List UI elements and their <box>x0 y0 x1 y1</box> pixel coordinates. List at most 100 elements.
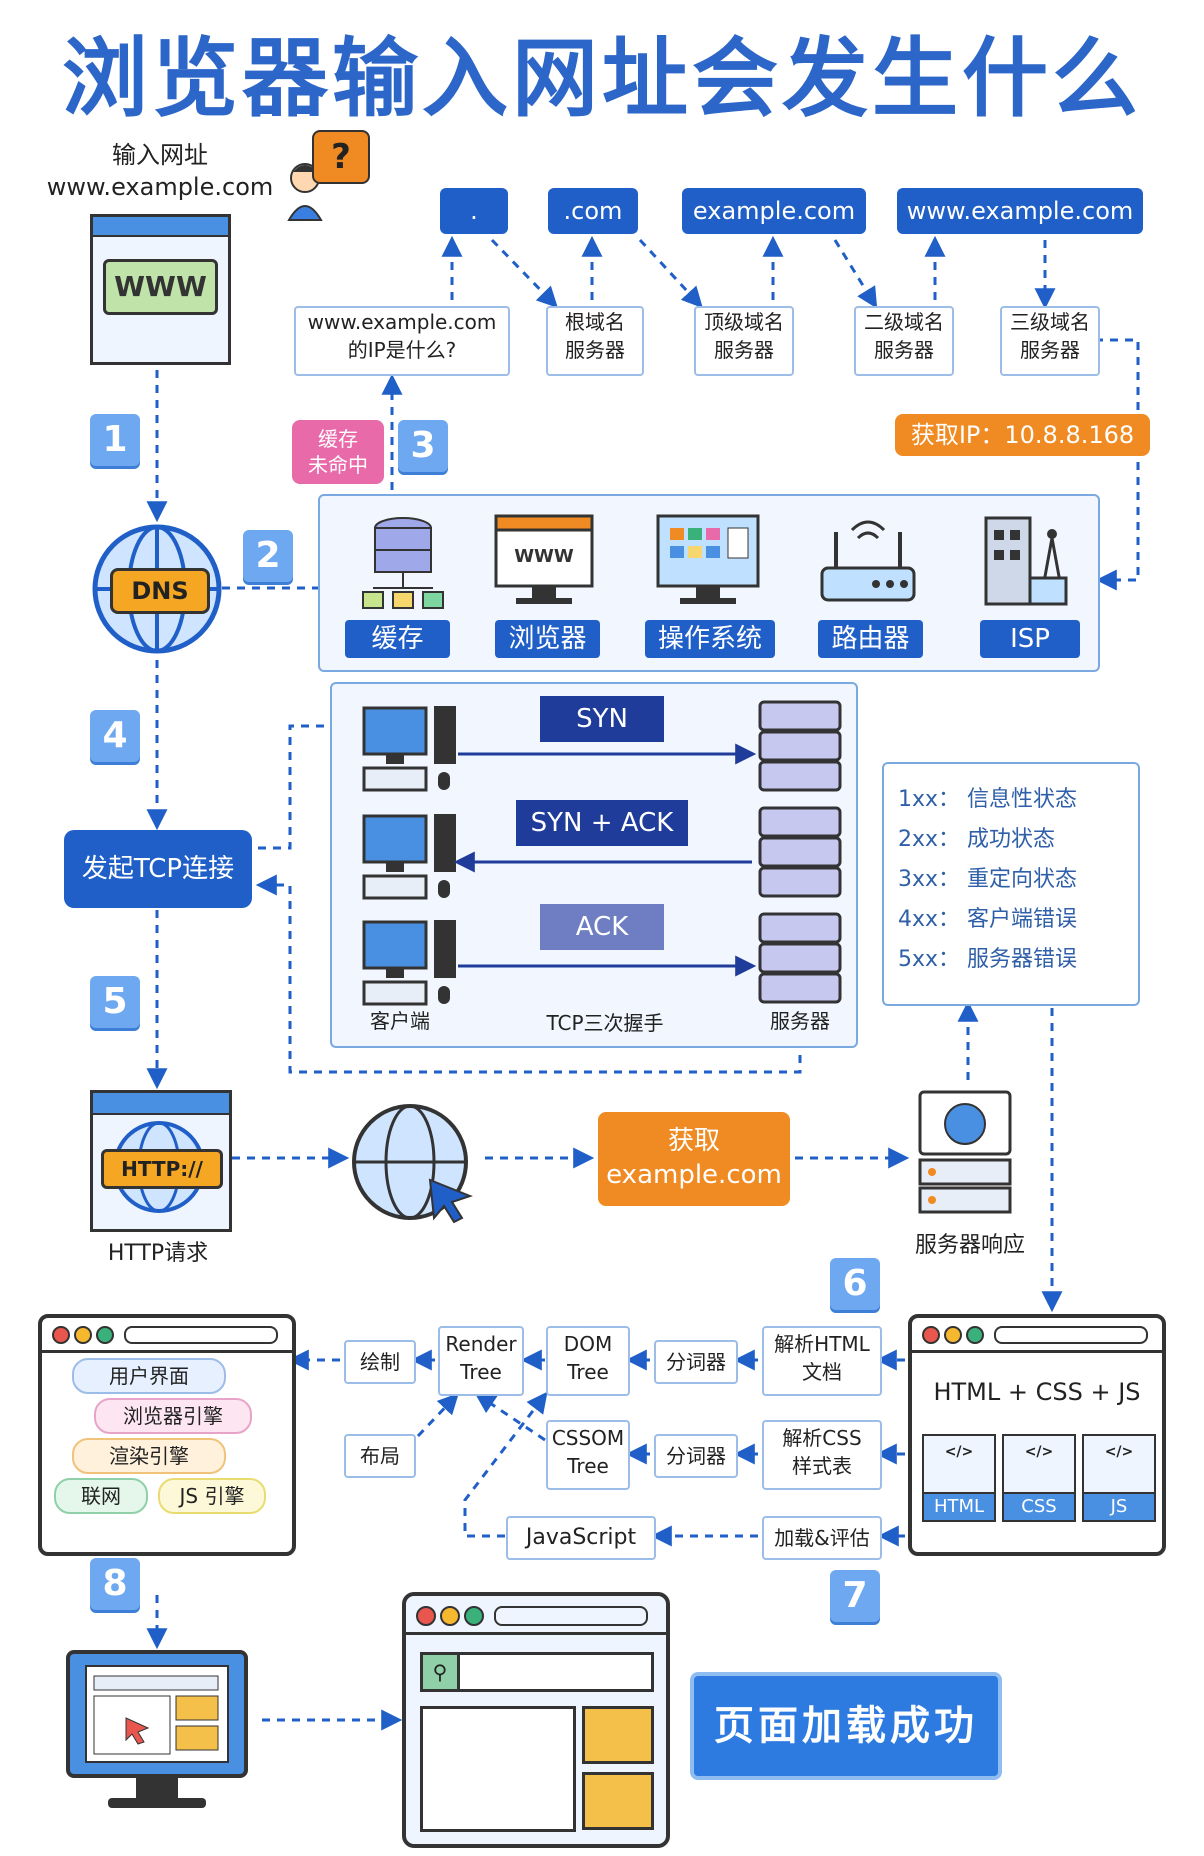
isp-building-icon <box>980 508 1070 608</box>
render-tree: Render Tree <box>438 1326 524 1396</box>
step-1: 1 <box>90 414 140 466</box>
domain-com: .com <box>548 188 638 234</box>
loaded-page-window: ⚲ <box>402 1592 670 1848</box>
client-label: 客户端 <box>370 1009 430 1033</box>
cache-db-icon <box>358 512 448 612</box>
resolver-browser: 浏览器 <box>495 620 600 658</box>
domain-root: . <box>440 188 508 234</box>
page-content-area <box>420 1706 576 1832</box>
globe-cursor-icon <box>348 1100 482 1230</box>
handshake-label: TCP三次握手 <box>546 1011 664 1035</box>
flow-third-to-isp <box>1095 338 1140 591</box>
tld-server: 顶级域名 服务器 <box>694 306 794 376</box>
client-pc-icon-2 <box>360 808 460 904</box>
question-icon: ? <box>312 130 370 184</box>
person-icon <box>285 158 325 222</box>
browser-components-window: 用户界面 浏览器引擎 渲染引擎 联网 JS 引擎 <box>38 1314 296 1556</box>
page-title: 浏览器输入网址会发生什么 <box>62 29 1142 129</box>
www-text: WWW <box>103 259 218 315</box>
parse-css-step: 解析CSS 样式表 <box>762 1420 882 1490</box>
server-label: 服务器 <box>770 1009 830 1033</box>
status-3xx: 3xx： 重定向状态 <box>898 867 1078 892</box>
syn-ack-label: SYN + ACK <box>516 800 688 846</box>
second-level-server: 二级域名 服务器 <box>854 306 954 376</box>
paint-step: 绘制 <box>344 1340 416 1384</box>
step-6: 6 <box>830 1258 880 1310</box>
ui-layer: 用户界面 <box>72 1358 226 1394</box>
server-rack-icon-3 <box>758 912 842 1006</box>
search-icon: ⚲ <box>423 1655 460 1689</box>
css-tokenizer: 分词器 <box>654 1434 738 1478</box>
router-icon <box>816 512 920 608</box>
os-monitor-icon <box>654 512 762 608</box>
css-file-label: CSS <box>1002 1492 1076 1522</box>
dns-label: DNS <box>110 568 210 614</box>
client-pc-icon-1 <box>360 700 460 796</box>
flow-js-to-dom <box>463 1391 548 1538</box>
http-browser-icon: HTTP:// <box>90 1090 232 1232</box>
ack-label: ACK <box>540 904 664 950</box>
step-7: 7 <box>830 1570 880 1622</box>
server-response-label: 服务器响应 <box>914 1233 1025 1258</box>
cache-miss-badge: 缓存 未命中 <box>292 420 384 484</box>
fetch-example-badge: 获取 example.com <box>598 1112 790 1206</box>
html-file-icon: </> HTML <box>922 1434 996 1522</box>
layout-step: 布局 <box>344 1434 416 1478</box>
cssom-tree: CSSOM Tree <box>546 1420 630 1490</box>
status-4xx: 4xx： 客户端错误 <box>898 907 1078 932</box>
html-file-label: HTML <box>922 1492 996 1522</box>
browser-engine: 浏览器引擎 <box>94 1398 252 1434</box>
js-engine: JS 引擎 <box>158 1478 266 1514</box>
http-request-label: HTTP请求 <box>107 1241 209 1266</box>
rendering-engine: 渲染引擎 <box>72 1438 226 1474</box>
tcp-start-button: 发起TCP连接 <box>64 830 252 908</box>
resolver-isp: ISP <box>980 620 1080 658</box>
source-bundle-window: HTML + CSS + JS </> HTML </> CSS </> JS <box>908 1314 1166 1556</box>
domain-example: example.com <box>682 188 866 234</box>
load-eval-step: 加载&评估 <box>762 1516 882 1560</box>
syn-label: SYN <box>540 696 664 742</box>
client-pc-icon-3 <box>360 914 460 1010</box>
flow-cssom-to-render <box>474 1392 546 1442</box>
status-1xx: 1xx： 信息性状态 <box>898 787 1078 812</box>
dom-tree: DOM Tree <box>546 1326 630 1396</box>
status-code-panel: 1xx： 信息性状态 2xx： 成功状态 3xx： 重定向状态 4xx： 客户端… <box>882 762 1140 1006</box>
resolver-cache: 缓存 <box>345 620 450 658</box>
js-file-icon: </> JS <box>1082 1434 1156 1522</box>
browser-url-icon: WWW <box>90 214 231 365</box>
flow-com-domain <box>638 238 703 309</box>
server-rack-icon-2 <box>758 806 842 900</box>
resolver-router: 路由器 <box>818 620 923 658</box>
step-4: 4 <box>90 710 140 762</box>
flow-example-domain <box>833 239 878 309</box>
third-level-server: 三级域名 服务器 <box>1000 306 1100 376</box>
step-3: 3 <box>398 420 448 472</box>
handshake-arrows <box>453 743 757 977</box>
page-load-success-banner: 页面加载成功 <box>690 1672 1002 1780</box>
js-file-label: JS <box>1082 1492 1156 1522</box>
browser-monitor-icon: WWW <box>492 512 596 608</box>
flow-root-domain <box>490 238 558 309</box>
resolver-os: 操作系统 <box>645 620 775 658</box>
status-5xx: 5xx： 服务器错误 <box>898 947 1078 972</box>
flow-tcp-to-client <box>258 715 360 850</box>
css-file-icon: </> CSS <box>1002 1434 1076 1522</box>
http-badge: HTTP:// <box>101 1149 223 1189</box>
input-url: www.example.com <box>46 173 274 201</box>
networking: 联网 <box>54 1478 148 1514</box>
page-sidebar-block-1 <box>582 1706 654 1764</box>
status-2xx: 2xx： 成功状态 <box>898 827 1056 852</box>
html-tokenizer: 分词器 <box>654 1340 738 1384</box>
svg-text:WWW: WWW <box>514 546 574 567</box>
page-search-bar: ⚲ <box>420 1652 654 1692</box>
flow-layout-to-render <box>416 1392 459 1438</box>
ip-question: www.example.com 的IP是什么? <box>294 306 510 376</box>
domain-www: www.example.com <box>897 188 1143 234</box>
response-server-icon <box>904 1088 1026 1218</box>
root-server: 根域名 服务器 <box>546 306 644 376</box>
get-ip-badge: 获取IP：10.8.8.168 <box>895 414 1150 456</box>
step-8: 8 <box>90 1558 140 1610</box>
bundle-title: HTML + CSS + JS <box>933 1378 1141 1406</box>
javascript-step: JavaScript <box>506 1516 656 1560</box>
